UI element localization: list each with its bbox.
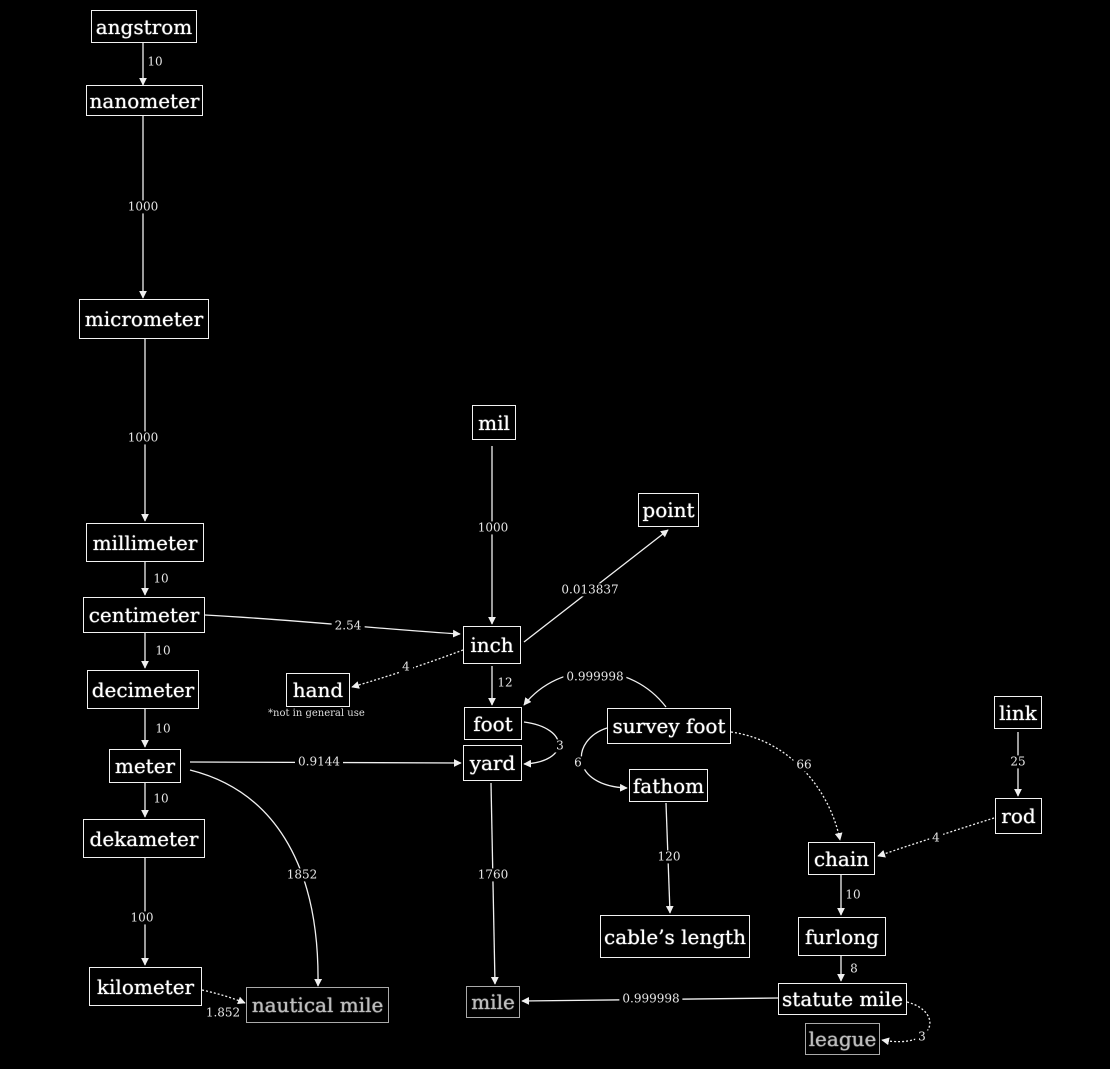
node-mil[interactable]: mil bbox=[472, 405, 516, 440]
node-fathom[interactable]: fathom bbox=[629, 769, 708, 802]
edge-label: 6 bbox=[571, 756, 585, 770]
node-meter[interactable]: meter bbox=[109, 749, 181, 783]
edge-label: 2.54 bbox=[331, 619, 365, 633]
node-nanometer[interactable]: nanometer bbox=[86, 85, 203, 116]
node-link[interactable]: link bbox=[994, 696, 1042, 729]
node-centimeter[interactable]: centimeter bbox=[83, 597, 205, 633]
edge-label: 0.999998 bbox=[563, 670, 627, 684]
node-mile[interactable]: mile bbox=[466, 986, 520, 1018]
node-survey-foot[interactable]: survey foot bbox=[607, 708, 731, 744]
edge-survey_foot-chain bbox=[730, 731, 843, 841]
edge-label: 1852 bbox=[283, 868, 321, 882]
edge-label: 66 bbox=[793, 758, 815, 772]
edge-label: 10 bbox=[842, 888, 864, 902]
edge-label: 1.852 bbox=[202, 1006, 244, 1020]
node-decimeter[interactable]: decimeter bbox=[87, 670, 199, 709]
node-cables-length[interactable]: cable’s length bbox=[600, 915, 750, 958]
node-kilometer[interactable]: kilometer bbox=[89, 967, 202, 1006]
edge-label: 3 bbox=[553, 739, 567, 753]
edge-label: 8 bbox=[847, 962, 861, 976]
edge-label: 120 bbox=[654, 850, 684, 864]
node-hand[interactable]: hand bbox=[286, 673, 350, 707]
edge-label: 3 bbox=[915, 1030, 929, 1044]
node-dekameter[interactable]: dekameter bbox=[83, 819, 205, 858]
edge-label: 25 bbox=[1007, 755, 1029, 769]
edge-label: 10 bbox=[152, 644, 174, 658]
edge-label: 4 bbox=[399, 660, 413, 674]
node-point[interactable]: point bbox=[638, 493, 699, 527]
edge-label: 10 bbox=[144, 55, 166, 69]
node-angstrom[interactable]: angstrom bbox=[91, 10, 197, 43]
node-league[interactable]: league bbox=[805, 1023, 880, 1055]
edge-rod-chain bbox=[877, 817, 995, 858]
node-yard[interactable]: yard bbox=[463, 745, 522, 781]
node-furlong[interactable]: furlong bbox=[798, 917, 886, 956]
edge-label: 0.013837 bbox=[558, 583, 622, 597]
edge-label: 100 bbox=[127, 911, 157, 925]
node-rod[interactable]: rod bbox=[995, 798, 1042, 834]
edge-label: 10 bbox=[152, 722, 174, 736]
edge-kilometer-nautical_mile bbox=[201, 989, 246, 1005]
hand-footnote: *not in general use bbox=[268, 708, 365, 719]
edge-label: 10 bbox=[150, 792, 172, 806]
edge-label: 1000 bbox=[474, 521, 512, 535]
node-inch[interactable]: inch bbox=[463, 626, 521, 664]
edge-label: 10 bbox=[150, 572, 172, 586]
edge-label: 4 bbox=[929, 831, 943, 845]
edge-label: 0.9144 bbox=[295, 755, 343, 769]
edge-label: 12 bbox=[494, 676, 516, 690]
edge-label: 0.999998 bbox=[619, 992, 683, 1006]
node-statute-mile[interactable]: statute mile bbox=[778, 983, 907, 1015]
node-foot[interactable]: foot bbox=[464, 707, 522, 740]
edge-yard-mile bbox=[490, 782, 499, 985]
node-millimeter[interactable]: millimeter bbox=[86, 523, 204, 562]
edge-label: 1000 bbox=[124, 431, 162, 445]
edge-label: 1760 bbox=[474, 868, 512, 882]
edge-label: 1000 bbox=[124, 200, 162, 214]
node-micrometer[interactable]: micrometer bbox=[79, 299, 209, 339]
node-nautical-mile[interactable]: nautical mile bbox=[246, 987, 389, 1023]
node-chain[interactable]: chain bbox=[808, 842, 875, 875]
edge-meter-nautical_mile bbox=[189, 769, 323, 987]
